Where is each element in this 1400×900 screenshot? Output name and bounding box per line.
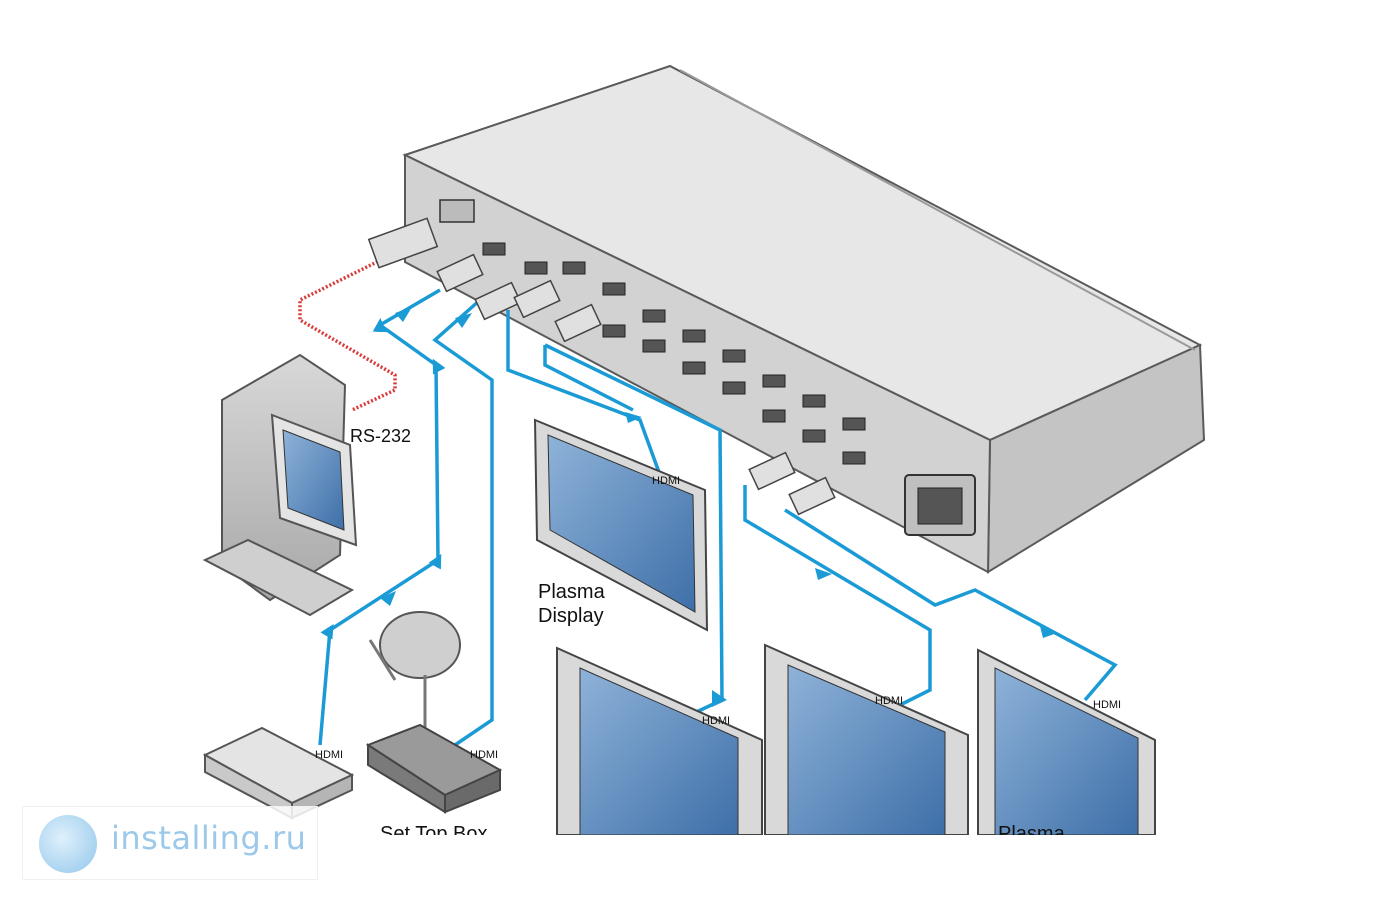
hdmi-plugs bbox=[367, 217, 836, 516]
hdmi-label-set-top-box: HDMI bbox=[470, 749, 498, 761]
tv-bottom-middle bbox=[764, 643, 969, 836]
cable-arrows bbox=[380, 307, 1057, 707]
tv-bottom-right bbox=[977, 648, 1156, 836]
rs232-label: RS-232 bbox=[350, 426, 411, 446]
matrix-switcher bbox=[402, 64, 1206, 574]
installing-logo-icon bbox=[39, 815, 97, 873]
tv-bottom-left bbox=[556, 646, 763, 836]
computer bbox=[202, 353, 358, 617]
satellite-dish bbox=[368, 611, 461, 728]
set-top-box bbox=[365, 723, 503, 814]
plasma-display-label-line2: Display bbox=[538, 605, 604, 627]
power-inlet bbox=[904, 474, 976, 536]
plasma-display-label-line1: Plasma bbox=[538, 581, 606, 603]
dvd-player bbox=[202, 726, 355, 820]
hdmi-label-tv-middle: HDMI bbox=[875, 695, 903, 707]
hdmi-label-tv-left: HDMI bbox=[702, 715, 730, 727]
hdmi-label-top-plasma: HDMI bbox=[652, 475, 680, 487]
hdmi-label-tv-right: HDMI bbox=[1093, 699, 1121, 711]
watermark: installing.ru bbox=[22, 806, 318, 880]
cables bbox=[298, 256, 1118, 747]
watermark-text: installing.ru bbox=[111, 819, 307, 857]
hdmi-ports bbox=[482, 242, 866, 465]
serial-port bbox=[439, 199, 475, 223]
plasma-display-top bbox=[533, 418, 709, 632]
hdmi-label-dvd: HDMI bbox=[315, 749, 343, 761]
